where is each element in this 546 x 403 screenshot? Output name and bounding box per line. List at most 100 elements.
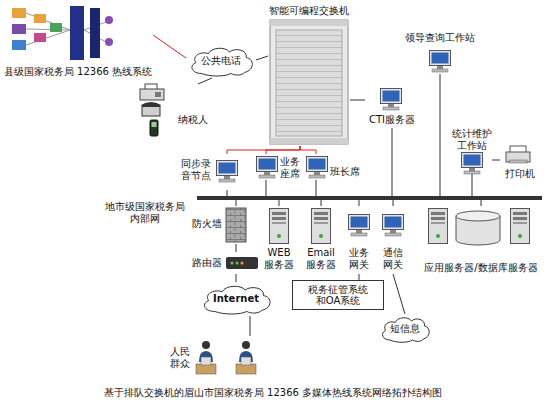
connector (440, 74, 441, 196)
pc-icon (349, 215, 370, 237)
printer-icon (506, 146, 530, 163)
network-bus: 地市级国家税务局 内部网 (197, 196, 542, 200)
pc-icon (12, 8, 26, 18)
connector (236, 274, 237, 282)
connector (227, 146, 300, 154)
node-label: 班长席 (330, 166, 360, 178)
switch-cabinet-icon (270, 20, 348, 144)
system-box: 税务征管系统 和OA系统 (292, 280, 384, 310)
hotline-system: 县级国家税务局 12366 热线系统 (3, 3, 153, 79)
node-label: 防火墙 (192, 218, 222, 230)
connector (153, 35, 186, 58)
caption: 基于排队交换机的眉山市国家税务局 12366 多媒体热线系统网络拓扑结构图 (0, 386, 546, 400)
pc-icon (257, 157, 278, 179)
county-network-picture (12, 6, 113, 60)
node-label: 路由器 (192, 257, 222, 269)
connector (350, 100, 365, 101)
connector (393, 274, 405, 314)
pc-icon (50, 23, 62, 32)
person-icon (105, 16, 113, 24)
cloud-path (383, 318, 430, 342)
node-label: WEB 服务器 (264, 247, 294, 270)
node-label: 业务 网关 (349, 247, 369, 270)
node-label: 领导查询工作站 (405, 32, 475, 44)
taxpayer-phones: 纳税人 (134, 84, 212, 140)
fax-icon (140, 84, 164, 100)
email-server: Email 服务器 (300, 206, 342, 274)
firewall-icon (226, 208, 246, 242)
connector (198, 78, 212, 84)
connector (392, 128, 393, 196)
server-icon (270, 209, 289, 244)
connector (279, 200, 280, 206)
connector (481, 200, 482, 206)
firewall: 防火墙 (190, 206, 248, 244)
node-label: Internet (213, 293, 259, 305)
node-label: 税务征管系统 和OA系统 (308, 284, 368, 307)
sms-cloud: 短信息 (378, 314, 432, 344)
server-icon (511, 209, 530, 244)
pc-icon (12, 40, 26, 50)
pc-icon (217, 161, 238, 183)
pc-icon (34, 14, 46, 23)
person-icon (105, 38, 113, 46)
supervisor-seat: 班长席 (304, 154, 360, 180)
connector (266, 180, 267, 196)
node-label: 县级国家税务局 12366 热线系统 (4, 66, 152, 78)
workstation: 领导查询工作站 (400, 32, 480, 74)
phone-icon (141, 102, 161, 116)
connector (256, 56, 268, 60)
server-icon (312, 209, 331, 244)
person-icon (236, 341, 256, 374)
wire (26, 30, 70, 45)
wire (26, 13, 70, 30)
pc-icon (383, 215, 404, 237)
recording-node: 同步录 音节点 (180, 154, 240, 190)
gateway: 通信 网关 (378, 206, 408, 274)
database-icon (456, 211, 500, 245)
mobile-icon (150, 120, 158, 136)
cloud-path (192, 48, 252, 76)
person-icon (196, 341, 216, 374)
cti-server: CTI服务器 (365, 86, 420, 128)
gateway: 业务 网关 (344, 206, 374, 274)
phone-cloud: 公共电话 (186, 44, 256, 78)
connector (236, 244, 237, 252)
app-db-servers: 应用服务器/数据库服务器 (418, 206, 544, 278)
node-label: 地市级国家税务局 内部网 (105, 201, 185, 224)
internet-cloud: Internet (198, 282, 274, 316)
node-label: Email 服务器 (306, 247, 336, 270)
connector (321, 200, 322, 206)
connector (393, 200, 394, 206)
agent-seat: 业务 座席 (254, 154, 300, 180)
node-label: 公共电话 (201, 55, 241, 67)
printer: 打印机 (500, 146, 540, 182)
pc-icon (34, 33, 46, 42)
router: 路由器 (190, 252, 260, 274)
connector (236, 200, 237, 206)
pc-icon (462, 153, 483, 175)
node-label: 业务 座席 (280, 156, 300, 179)
workstation: 统计维护 工作站 (452, 128, 492, 174)
wire (26, 29, 70, 30)
node-label: 智能可编程交换机 (269, 5, 349, 17)
switch-node: 智能可编程交换机 (268, 5, 350, 146)
server-tower (70, 6, 84, 60)
citizens: 人民 群众 (168, 336, 260, 378)
connector (250, 316, 251, 336)
pc-icon (307, 157, 328, 179)
router-icon (226, 257, 258, 269)
node-label: 同步录 音节点 (181, 158, 211, 181)
node-label: 应用服务器/数据库服务器 (424, 262, 537, 274)
node-label: 打印机 (505, 168, 535, 180)
node-label: 通信 网关 (383, 247, 403, 270)
web-server: WEB 服务器 (260, 206, 298, 274)
pc-icon (381, 89, 402, 111)
server-icon (429, 209, 448, 244)
pc-icon (430, 51, 451, 73)
connector (316, 180, 317, 196)
server-tower (90, 8, 100, 58)
connector (472, 174, 473, 196)
connector (492, 160, 500, 161)
